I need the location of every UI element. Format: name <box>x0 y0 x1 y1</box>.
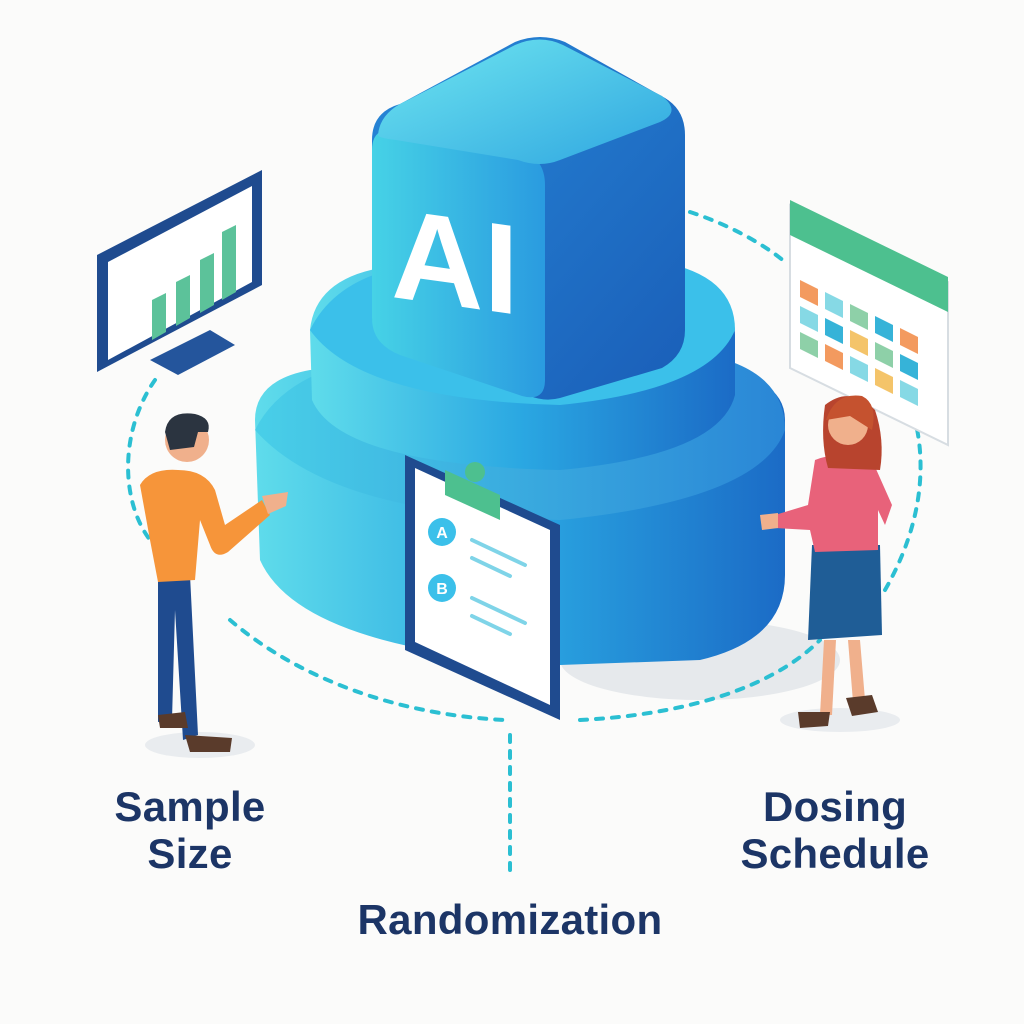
dosing-line1: Dosing <box>762 783 908 830</box>
dashed-connector <box>126 210 923 872</box>
randomization-text: Randomization <box>357 896 663 943</box>
sample-size-line2: Size <box>147 830 233 878</box>
sample-size-label: Sample Size <box>70 783 310 877</box>
option-b-circle <box>428 574 456 602</box>
man-figure <box>140 413 288 758</box>
ai-cube <box>372 37 685 400</box>
dosing-line2: Schedule <box>740 830 930 878</box>
option-b-label: B <box>436 581 448 598</box>
woman-figure <box>760 395 900 732</box>
clipboard-checklist-icon <box>405 455 560 720</box>
sample-size-line1: Sample <box>114 783 266 830</box>
option-a-label: A <box>436 525 448 542</box>
dosing-schedule-label: Dosing Schedule <box>700 783 970 877</box>
option-a-circle <box>428 518 456 546</box>
ai-badge-text: AI <box>391 183 519 343</box>
randomization-label: Randomization <box>300 896 720 943</box>
bar-chart-monitor-icon <box>97 170 262 375</box>
calendar-cells <box>800 280 918 406</box>
calendar-grid-icon <box>789 200 949 447</box>
